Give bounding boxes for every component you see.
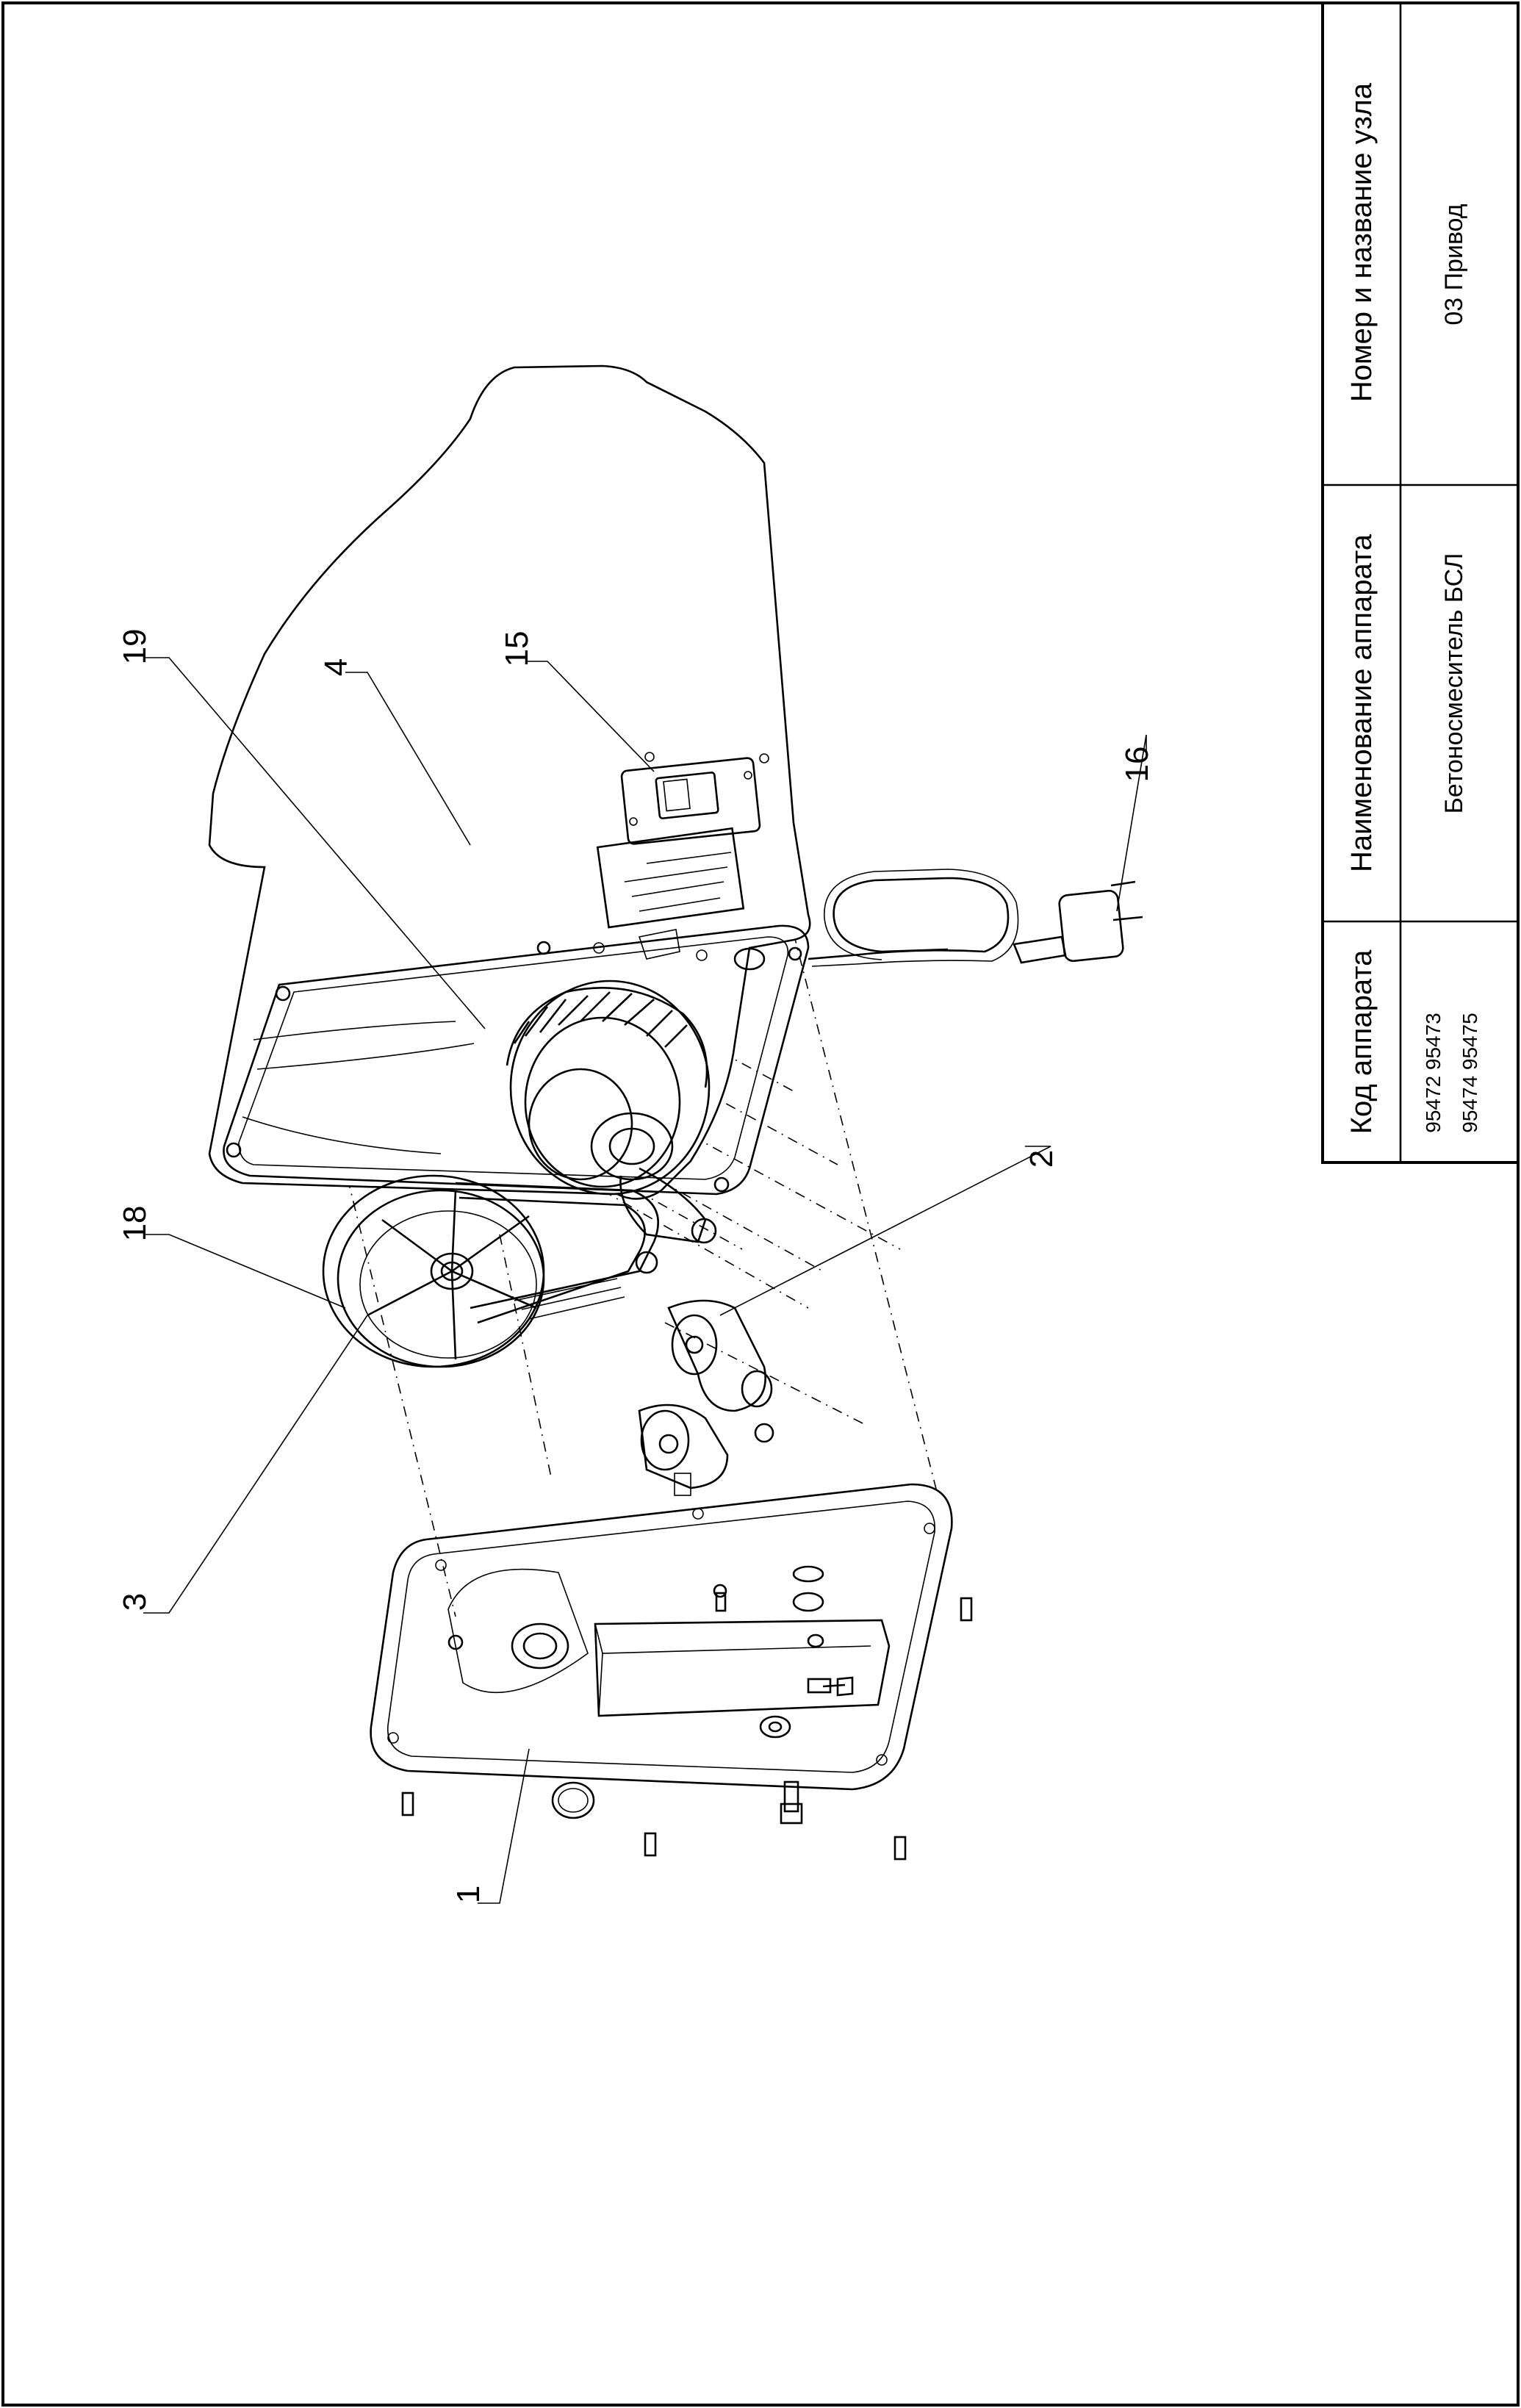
part-4-motor-cover — [208, 364, 811, 1200]
callout-15: 15 — [499, 631, 535, 667]
leader-lines — [143, 657, 1147, 1904]
callout-numbers: 19 4 15 16 18 2 3 1 — [117, 629, 1155, 1904]
part-2-motor-mount — [638, 1299, 774, 1496]
callout-3: 3 — [117, 1593, 153, 1611]
title-col-unit-header: Номер и название узла — [1345, 82, 1378, 402]
title-col-name-header: Наименование аппарата — [1345, 533, 1378, 872]
part-1-base-plate — [370, 1483, 973, 1861]
exploded-drawing: 19 4 15 16 18 2 3 1 — [117, 364, 1155, 1904]
callout-16: 16 — [1119, 747, 1155, 783]
part-3-pulley — [322, 1174, 545, 1368]
callout-19: 19 — [117, 629, 153, 665]
callout-18: 18 — [117, 1206, 153, 1242]
title-col-code-value-2: 95474 95475 — [1459, 1013, 1481, 1133]
part-16-power-cable — [808, 869, 1143, 967]
part-19-motor — [506, 980, 717, 1244]
callout-1: 1 — [450, 1886, 486, 1903]
title-col-code-header: Код аппарата — [1345, 949, 1378, 1134]
part-15-switch — [620, 752, 769, 845]
title-col-unit-value: 03 Привод — [1440, 204, 1468, 325]
title-col-name-value: Бетоносмеситель БСЛ — [1440, 553, 1468, 814]
callout-2: 2 — [1024, 1150, 1060, 1168]
callout-4: 4 — [318, 658, 354, 676]
title-block: Код аппарата 95472 95473 95474 95475 Наи… — [1321, 1, 1520, 1164]
part-18-belt — [455, 1182, 659, 1324]
title-col-code-value-1: 95472 95473 — [1422, 1013, 1445, 1133]
